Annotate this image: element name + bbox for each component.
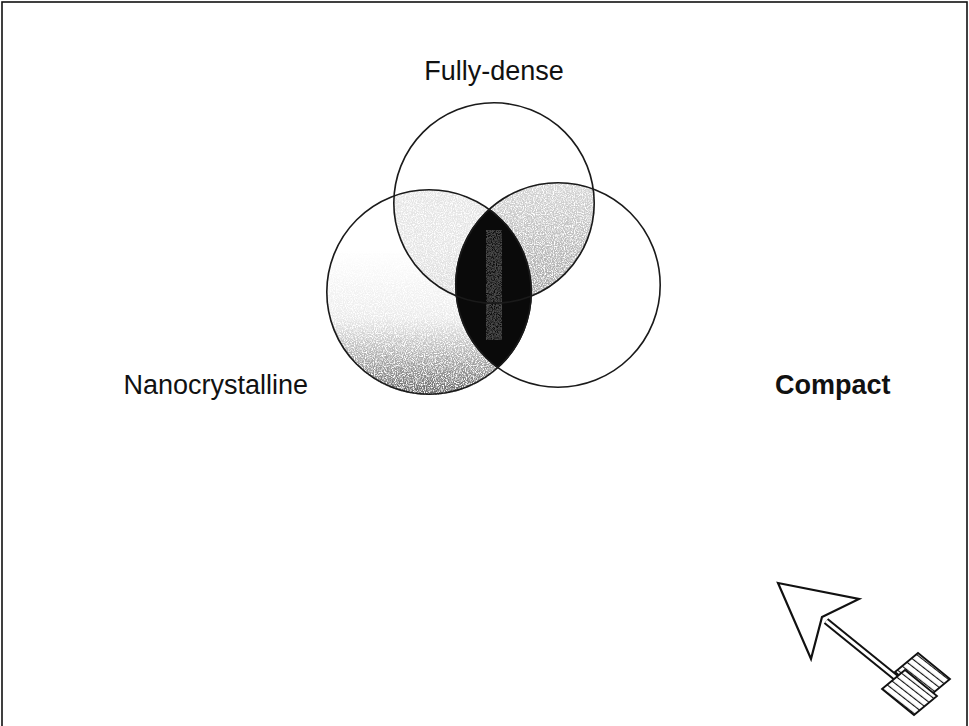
arrow-icon	[778, 583, 950, 715]
centre-lens	[455, 182, 661, 388]
set-label: Fully-dense	[424, 56, 564, 87]
circle-outline	[393, 102, 595, 304]
circle-outline	[455, 182, 661, 388]
set-label: Compact	[775, 370, 891, 401]
shade-top-right	[455, 182, 661, 388]
set-label: Nanocrystalline	[123, 370, 308, 401]
venn-circle: Nanocrystalline	[326, 189, 532, 395]
venn-circle: Compact	[455, 182, 661, 388]
circle-outline	[326, 189, 532, 395]
lens-speckle	[486, 230, 502, 340]
venn-circle: Fully-dense	[393, 102, 595, 304]
